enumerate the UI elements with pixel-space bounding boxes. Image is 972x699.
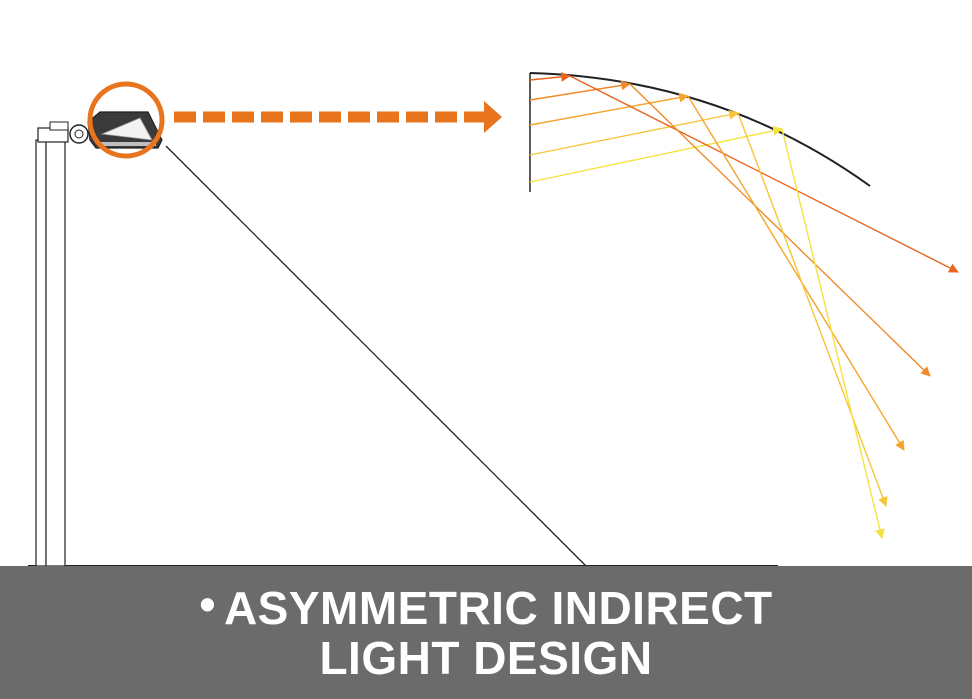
incoming-ray: [529, 92, 689, 126]
light-distribution-diagram: [28, 72, 959, 567]
reflected-ray: [687, 95, 905, 451]
street-light-fixture-icon: [69, 111, 163, 149]
beam-edge-line: [165, 145, 587, 567]
reflector-curve: [529, 72, 871, 187]
reflected-ray: [629, 83, 931, 377]
incoming-ray: [529, 72, 571, 82]
reflected-ray: [781, 128, 885, 539]
incoming-ray: [529, 126, 783, 183]
caption-line-1: •ASYMMETRIC INDIRECT: [199, 579, 773, 634]
incoming-ray: [529, 80, 631, 101]
caption-text-1: ASYMMETRIC INDIRECT: [223, 581, 773, 634]
caption-band: •ASYMMETRIC INDIRECT LIGHT DESIGN: [0, 566, 972, 699]
bullet-icon: •: [199, 577, 216, 630]
zoom-circle-icon: [87, 81, 165, 159]
street-light-pole-icon: [35, 121, 69, 567]
caption-text-2: LIGHT DESIGN: [319, 631, 653, 684]
dashed-arrow-icon: [174, 101, 502, 133]
caption-line-2: LIGHT DESIGN: [319, 633, 652, 683]
reflected-ray: [737, 112, 888, 507]
reflected-ray: [569, 75, 959, 273]
reflector-detail: [529, 72, 959, 539]
